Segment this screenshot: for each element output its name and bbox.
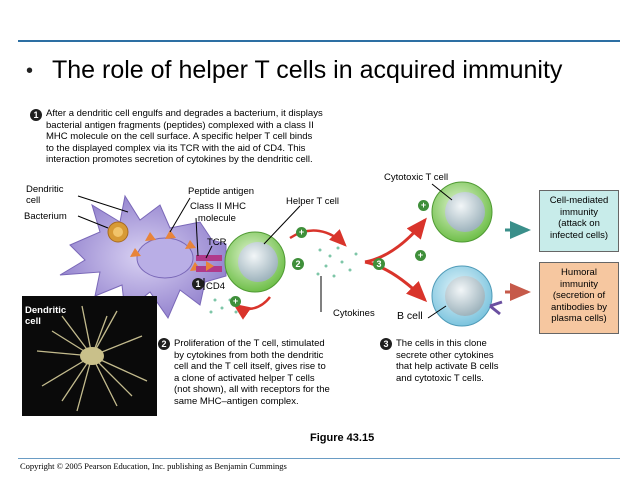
cytokines-label: Cytokines bbox=[333, 308, 375, 319]
micrograph-label: Dendritic cell bbox=[25, 305, 67, 327]
title-rule bbox=[18, 40, 620, 42]
class-ii-mhc-label: Class II MHC molecule bbox=[190, 201, 246, 224]
b-cell-drawing bbox=[431, 265, 503, 327]
cytotoxic-t-cell-label: Cytotoxic T cell bbox=[384, 172, 449, 183]
dendritic-cell-drawing bbox=[59, 194, 227, 320]
callout-lines bbox=[77, 183, 453, 319]
step-1-marker: 1 bbox=[30, 109, 42, 121]
dendritic-cell-micrograph: Dendritic cell bbox=[22, 296, 157, 416]
tcr-shape bbox=[196, 255, 222, 261]
cell-mediated-immunity-box: Cell-mediated immunity (attack on infect… bbox=[539, 190, 619, 252]
step-1-text: After a dendritic cell engulfs and degra… bbox=[46, 108, 323, 165]
step-3-marker: 3 bbox=[380, 338, 392, 350]
plus-sign: + bbox=[415, 250, 426, 261]
b-cell-label: B cell bbox=[397, 310, 423, 322]
step-2-text: Proliferation of the T cell, stimulated … bbox=[174, 338, 330, 407]
copyright-notice: Copyright © 2005 Pearson Education, Inc.… bbox=[20, 461, 287, 471]
bacterium-label: Bacterium bbox=[24, 211, 67, 222]
title-bullet: • bbox=[26, 60, 34, 82]
dendritic-cell-label: Dendritic cell bbox=[26, 184, 64, 206]
step-2-marker: 2 bbox=[158, 338, 170, 350]
step-1-marker-diagram: 1 bbox=[192, 278, 204, 290]
figure-caption: Figure 43.15 bbox=[310, 432, 375, 444]
peptide-antigen-label: Peptide antigen bbox=[188, 186, 255, 197]
tcr-label: TCR bbox=[207, 237, 227, 248]
plus-sign: + bbox=[296, 227, 307, 238]
feedback-arrow bbox=[289, 229, 347, 247]
plus-sign: + bbox=[230, 296, 241, 307]
footer-rule bbox=[18, 458, 620, 459]
helper-t-cell-label: Helper T cell bbox=[286, 196, 339, 207]
plus-sign: + bbox=[418, 200, 429, 211]
step-2-marker-diagram: 2 bbox=[292, 258, 304, 270]
helper-t-cell-drawing bbox=[224, 231, 286, 293]
humoral-immunity-box: Humoral immunity (secretion of antibodie… bbox=[539, 262, 619, 334]
slide-title: The role of helper T cells in acquired i… bbox=[52, 56, 563, 84]
cd4-label: CD4 bbox=[206, 281, 226, 292]
bacterium-drawing bbox=[107, 221, 129, 243]
cytotoxic-t-cell-drawing bbox=[431, 181, 493, 243]
step-3-marker-diagram: 3 bbox=[373, 258, 385, 270]
step-3-text: The cells in this clone secrete other cy… bbox=[396, 338, 499, 384]
